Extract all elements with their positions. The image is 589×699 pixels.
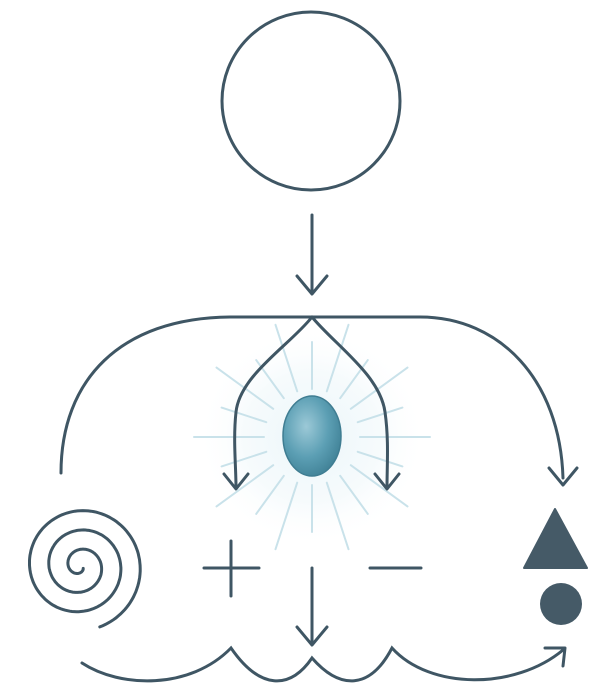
center-egg-node bbox=[283, 396, 341, 476]
filled-circle-node bbox=[540, 583, 582, 625]
